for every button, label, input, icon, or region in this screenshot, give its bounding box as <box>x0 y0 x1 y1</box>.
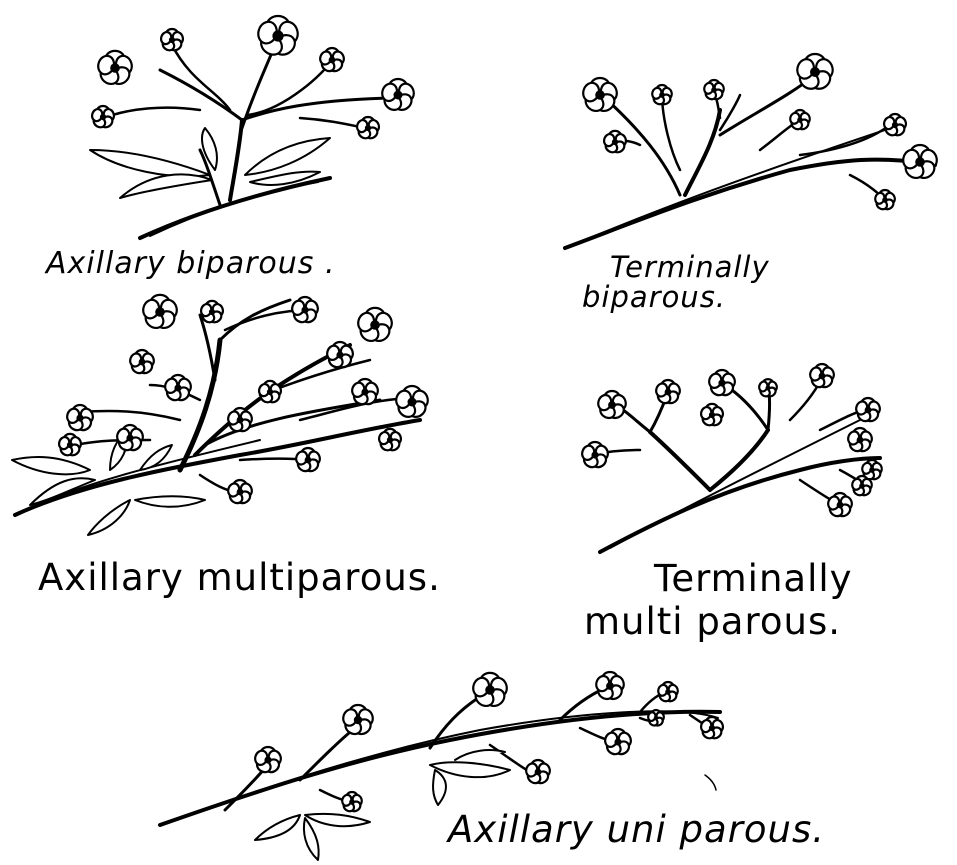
flower-icon <box>141 295 179 331</box>
flower-icon <box>256 16 301 59</box>
flower-icon <box>758 379 778 398</box>
flower-icon <box>594 672 625 702</box>
flower-icon <box>525 760 552 786</box>
flower-icon <box>707 370 736 398</box>
flower-icon <box>394 386 430 420</box>
caption-terminally-biparous-line2: biparous. <box>582 280 726 314</box>
flower-icon <box>827 493 854 519</box>
flower-icon <box>851 476 873 497</box>
flower-icon <box>874 190 896 211</box>
flower-icon <box>809 364 836 390</box>
flower-icon <box>378 429 403 453</box>
flower-icon <box>700 404 725 428</box>
flower-icon <box>789 110 811 131</box>
flower-icon <box>96 51 134 87</box>
flower-icon <box>341 792 363 813</box>
flower-icon <box>91 106 116 130</box>
caption-terminally-biparous-line1: Terminally <box>610 250 770 284</box>
terminally-multiparous-illustration <box>592 378 880 552</box>
flower-icon <box>581 78 619 114</box>
flower-icon <box>341 705 375 737</box>
flower-icon <box>655 380 682 406</box>
flower-icon <box>847 428 874 454</box>
axillary-biparous-illustration <box>90 45 390 238</box>
flower-icon <box>651 85 673 106</box>
flower-icon <box>700 717 725 741</box>
flower-icon <box>471 673 509 709</box>
flower-icon <box>580 442 609 470</box>
flower-icon <box>380 79 416 113</box>
flower-icon <box>258 381 283 405</box>
flower-icon <box>227 408 254 434</box>
flower-icon <box>58 434 83 458</box>
caption-terminally-multiparous-line2: multi parous. <box>584 600 841 643</box>
flower-icon <box>295 448 322 474</box>
flower-icon <box>253 747 282 775</box>
caption-terminally-multiparous-line1: Terminally <box>654 557 853 600</box>
flower-icon <box>596 391 627 421</box>
flower-icon <box>227 480 254 506</box>
caption-axillary-multiparous: Axillary multiparous. <box>38 556 441 599</box>
flower-icon <box>883 114 908 138</box>
flowers-layer <box>58 16 940 813</box>
flower-icon <box>129 350 156 376</box>
flower-icon <box>603 131 628 155</box>
flower-icon <box>65 405 94 433</box>
flower-icon <box>703 80 725 101</box>
flower-icon <box>901 145 939 181</box>
flower-icon <box>290 297 319 325</box>
flower-icon <box>647 710 665 727</box>
flower-icon <box>160 29 185 53</box>
flower-icon <box>356 117 381 141</box>
caption-axillary-biparous: Axillary biparous . <box>46 246 336 281</box>
flower-icon <box>657 682 679 703</box>
flower-icon <box>603 729 632 757</box>
terminally-biparous-illustration <box>565 75 935 248</box>
caption-axillary-uniparous: Axillary uni parous. <box>448 808 825 851</box>
flower-icon <box>163 375 192 403</box>
flower-icon <box>356 308 394 344</box>
